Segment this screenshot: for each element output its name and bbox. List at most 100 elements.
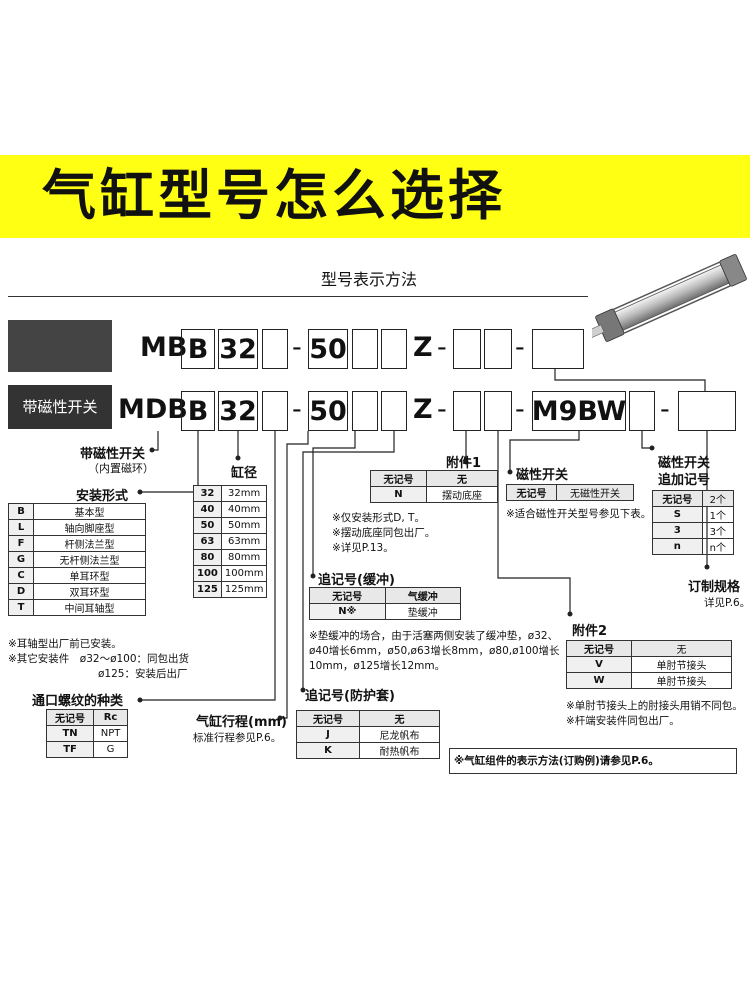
mount-note-2: ※其它安装件 ø32～ø100：同包出货 — [8, 653, 190, 665]
cylinder-product-image — [592, 254, 747, 342]
row1-dash-3: - — [515, 332, 525, 363]
table-cell: 耐热帆布 — [358, 742, 441, 759]
row1-stroke: 50 — [309, 333, 347, 365]
row2-port-box — [262, 391, 288, 431]
table-cell: 摆动底座 — [425, 486, 499, 503]
row2-dash-3: - — [515, 394, 525, 425]
table-cell: S — [652, 506, 703, 523]
section-title: 型号表示方法 — [321, 270, 418, 289]
row2-bore: 32 — [219, 395, 257, 427]
table-cell: 50mm — [220, 517, 268, 534]
table-cell: 单肘节接头 — [630, 672, 733, 689]
count-title-2: 追加记号 — [658, 473, 711, 488]
acc2-note-2: ※杆端安装件同包出厂。 — [566, 715, 680, 727]
title-banner — [0, 155, 750, 238]
row1-bore: 32 — [219, 333, 257, 365]
table-cell: L — [8, 519, 34, 536]
table-cell: 无记号 — [296, 710, 360, 727]
cushion-note-2: ø40增长6mm，ø50,ø63增长8mm，ø80,ø100增长 — [309, 645, 560, 657]
row1-type: B — [187, 333, 209, 365]
table-cell: G — [8, 551, 34, 568]
table-cell: 无 — [358, 710, 441, 727]
banner-title: 气缸型号怎么选择 — [42, 164, 506, 227]
table-cell: 无记号 — [309, 587, 386, 604]
magnetic-title: 带磁性开关 — [80, 447, 146, 462]
row1-custom-box — [532, 329, 584, 369]
table-cell: 尼龙帆布 — [358, 726, 441, 743]
row2-count-box — [629, 391, 655, 431]
table-row: 无记号无 — [370, 470, 499, 487]
magnetic-switch-label: 带磁性开关 — [22, 398, 98, 416]
acc2-title: 附件2 — [572, 624, 608, 639]
row1-dash-2: - — [437, 332, 447, 363]
cushion-table: 无记号气缓冲 N※垫缓冲 — [309, 587, 461, 620]
table-cell: 2个 — [701, 490, 735, 507]
table-cell: 气缓冲 — [384, 587, 461, 604]
table-cell: 无磁性开关 — [555, 484, 635, 501]
row1-stroke-box: 50 — [308, 329, 348, 369]
row2-switch: M9BW — [531, 395, 627, 427]
table-cell: N※ — [309, 603, 386, 620]
table-cell: 63 — [193, 533, 222, 550]
table-cell: 40mm — [220, 501, 268, 518]
table-cell: TF — [45, 741, 95, 758]
row2-z: Z — [413, 394, 433, 425]
section-divider — [8, 296, 588, 297]
table-row: 无记号无磁性开关 — [506, 484, 635, 501]
table-cell: 125mm — [220, 581, 268, 598]
row2-stroke: 50 — [309, 395, 347, 427]
magnetic-subtitle: （内置磁环） — [88, 462, 154, 475]
row2-type: B — [187, 395, 209, 427]
row2-acc1-box — [453, 391, 481, 431]
row2-dash-4: - — [660, 394, 670, 425]
row2-prefix: MDB — [118, 394, 188, 425]
row1-cushion-box — [352, 329, 378, 369]
table-cell: 单肘节接头 — [630, 656, 733, 673]
table-cell: NPT — [93, 725, 128, 742]
row1-prefix: MB — [140, 332, 188, 363]
table-cell: 轴向脚座型 — [33, 519, 146, 536]
table-cell: 单耳环型 — [33, 567, 146, 584]
table-cell: T — [8, 599, 34, 616]
table-cell: 100 — [193, 565, 222, 582]
mount-title: 安装形式 — [76, 489, 129, 504]
row2-acc2-box — [484, 391, 512, 431]
table-cell: 杆侧法兰型 — [33, 535, 146, 552]
table-row: 无记号无 — [566, 640, 733, 657]
table-row: 无记号无 — [296, 710, 441, 727]
row1-acc2-box — [484, 329, 512, 369]
table-cell: Rc — [93, 709, 128, 726]
table-cell: 无记号 — [652, 490, 703, 507]
table-cell: 125 — [193, 581, 222, 598]
row2-stroke-box: 50 — [308, 391, 348, 431]
table-cell: 3个 — [701, 522, 735, 539]
row1-port-box — [262, 329, 288, 369]
cushion-note-1: ※垫缓冲的场合，由于活塞两侧安装了缓冲垫，ø32、 — [309, 630, 559, 642]
bottom-note-box — [449, 748, 737, 774]
magnetic-label-block — [8, 385, 112, 429]
custom-note: 详见P.6。 — [704, 597, 750, 609]
acc1-note-2: ※摆动底座同包出厂。 — [332, 527, 436, 539]
table-cell: F — [8, 535, 34, 552]
cushion-note-3: 10mm，ø125增长12mm。 — [309, 660, 446, 672]
